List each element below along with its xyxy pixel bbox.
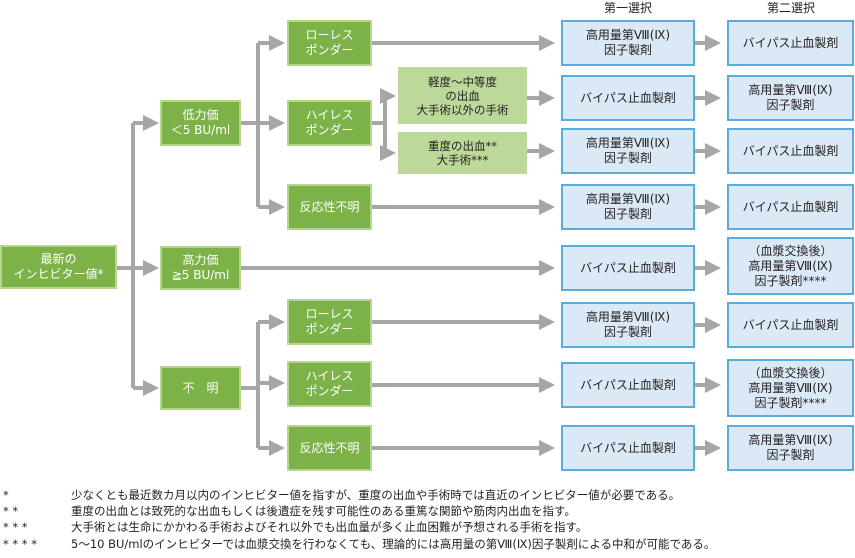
high-responder-line2: ポンダー <box>305 384 354 398</box>
footnote-mark: * <box>3 488 9 502</box>
second-choice-5: （血漿交換後） 高用量第Ⅷ(Ⅸ) 因子製剤**** <box>727 237 854 295</box>
low-responder-line1: ローレス <box>305 28 354 42</box>
fviii-line2: 因子製剤 <box>766 448 815 462</box>
severe-line1: 重度の出血** <box>428 139 497 153</box>
bypass-label: バイパス止血製剤 <box>580 440 676 455</box>
footnote-text: 大手術とは生命にかかわる手術およびそれ以外でも出血量が多く止血困難が予想される手… <box>71 520 588 534</box>
footnote-text: 重度の出血とは致死的な出血もしくは後遺症を残す可能性のある重篤な関節や筋肉内出血… <box>71 504 576 518</box>
mild-line2: の出血 <box>445 88 480 103</box>
low-responder-line2: ポンダー <box>305 43 354 57</box>
unknown-titer-label: 不 明 <box>182 380 219 395</box>
high-responder-box-2: ハイレス ポンダー <box>287 361 372 407</box>
header-second-choice: 第二選択 <box>766 1 815 15</box>
unknown-titer-box: 不 明 <box>160 366 241 410</box>
first-choice-6: 高用量第Ⅷ(Ⅸ) 因子製剤 <box>561 302 695 348</box>
high-responder-line1: ハイレス <box>305 369 354 383</box>
response-unknown-box-2: 反応性不明 <box>287 425 372 471</box>
second-choice-8: 高用量第Ⅷ(Ⅸ) 因子製剤 <box>727 425 854 471</box>
severe-line2: 大手術*** <box>436 153 489 167</box>
high-titer-line2: ≧5 BU/ml <box>171 268 230 282</box>
exchange-line2: 高用量第Ⅷ(Ⅸ) <box>748 380 833 395</box>
high-titer-line1: 高力価 <box>182 253 219 267</box>
exchange-line1: （血漿交換後） <box>748 365 833 380</box>
fviii-line1: 高用量第Ⅷ(Ⅸ) <box>585 192 671 206</box>
fviii-line1: 高用量第Ⅷ(Ⅸ) <box>585 136 671 150</box>
exchange-line2: 高用量第Ⅷ(Ⅸ) <box>748 258 833 273</box>
bypass-label: バイパス止血製剤 <box>742 35 839 50</box>
footnote-mark: * * * * <box>3 537 37 551</box>
footnote-text: 5～10 BU/mlのインヒビターでは血漿交換を行わなくても、理論的には高用量の… <box>71 537 716 551</box>
severe-bleeding-box: 重度の出血** 大手術*** <box>398 132 527 174</box>
bypass-label: バイパス止血製剤 <box>742 317 839 332</box>
low-responder-box-1: ローレス ポンダー <box>287 20 372 66</box>
footnote-text: 少なくとも最近数カ月以内のインヒビター値を指すが、重度の出血や手術時では直近のイ… <box>71 488 681 502</box>
first-choice-3: 高用量第Ⅷ(Ⅸ) 因子製剤 <box>561 128 695 174</box>
bypass-label: バイパス止血製剤 <box>742 143 839 158</box>
low-responder-box-2: ローレス ポンダー <box>287 299 372 345</box>
second-choice-7: （血漿交換後） 高用量第Ⅷ(Ⅸ) 因子製剤**** <box>727 359 854 417</box>
second-choice-3: バイパス止血製剤 <box>727 128 854 174</box>
exchange-line1: （血漿交換後） <box>748 243 833 258</box>
response-unknown-label: 反応性不明 <box>299 440 360 455</box>
header-first-choice: 第一選択 <box>603 1 652 15</box>
low-titer-box: 低力価 ＜5 BU/ml <box>160 100 241 146</box>
first-choice-1: 高用量第Ⅷ(Ⅸ) 因子製剤 <box>561 20 695 66</box>
exchange-line3: 因子製剤**** <box>754 273 827 288</box>
fviii-line1: 高用量第Ⅷ(Ⅸ) <box>585 28 671 42</box>
fviii-line2: 因子製剤 <box>603 325 652 339</box>
first-choice-8: バイパス止血製剤 <box>561 425 695 471</box>
exchange-line3: 因子製剤**** <box>754 395 827 410</box>
fviii-line1: 高用量第Ⅷ(Ⅸ) <box>748 433 833 447</box>
fviii-line2: 因子製剤 <box>766 98 815 112</box>
root-line1: 最新の <box>40 252 77 266</box>
mild-line3: 大手術以外の手術 <box>416 102 509 117</box>
second-choice-1: バイパス止血製剤 <box>727 20 854 66</box>
high-responder-box-1: ハイレス ポンダー <box>287 100 372 146</box>
high-responder-line1: ハイレス <box>305 108 354 122</box>
footnote-mark: * * <box>3 504 19 518</box>
bypass-label: バイパス止血製剤 <box>580 90 676 105</box>
high-responder-line2: ポンダー <box>305 123 354 137</box>
first-choice-4: 高用量第Ⅷ(Ⅸ) 因子製剤 <box>561 184 695 230</box>
root-inhibitor-titer: 最新の インヒビター値* <box>0 245 117 289</box>
bypass-label: バイパス止血製剤 <box>580 260 676 275</box>
fviii-line2: 因子製剤 <box>603 43 652 57</box>
first-choice-7: バイパス止血製剤 <box>561 362 695 408</box>
second-choice-4: バイパス止血製剤 <box>727 184 854 230</box>
fviii-line1: 高用量第Ⅷ(Ⅸ) <box>585 310 671 324</box>
low-titer-line2: ＜5 BU/ml <box>170 123 231 137</box>
fviii-line2: 因子製剤 <box>603 151 652 165</box>
second-choice-2: 高用量第Ⅷ(Ⅸ) 因子製剤 <box>727 75 854 121</box>
first-choice-2: バイパス止血製剤 <box>561 75 695 121</box>
low-responder-line2: ポンダー <box>305 322 354 336</box>
fviii-line2: 因子製剤 <box>603 207 652 221</box>
root-line2: インヒビター値* <box>13 267 104 281</box>
bypass-label: バイパス止血製剤 <box>742 199 839 214</box>
low-responder-line1: ローレス <box>305 307 354 321</box>
response-unknown-box-1: 反応性不明 <box>287 184 372 230</box>
footnote-mark: * * * <box>3 520 28 534</box>
high-titer-box: 高力価 ≧5 BU/ml <box>160 246 241 290</box>
low-titer-line1: 低力価 <box>182 108 219 122</box>
bypass-label: バイパス止血製剤 <box>580 377 676 392</box>
response-unknown-label: 反応性不明 <box>299 199 360 214</box>
mild-line1: 軽度～中等度 <box>428 74 497 89</box>
second-choice-6: バイパス止血製剤 <box>727 302 854 348</box>
mild-bleeding-box: 軽度～中等度 の出血 大手術以外の手術 <box>398 67 527 124</box>
first-choice-5: バイパス止血製剤 <box>561 245 695 291</box>
fviii-line1: 高用量第Ⅷ(Ⅸ) <box>748 83 833 97</box>
